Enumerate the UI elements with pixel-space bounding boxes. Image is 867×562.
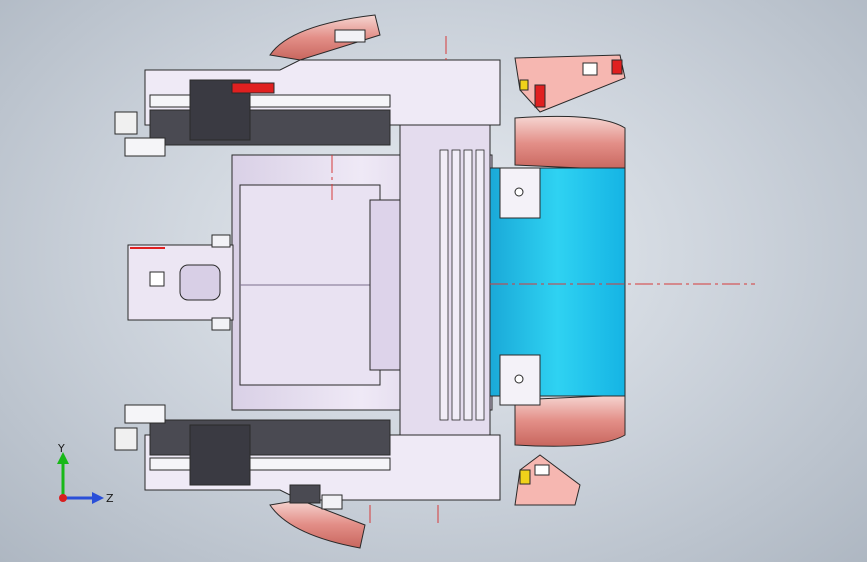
z-axis-label: Z — [106, 492, 114, 505]
left-connector[interactable] — [127, 234, 234, 331]
front-lens[interactable] — [489, 115, 626, 447]
x-axis-dot — [59, 494, 67, 502]
upper-rail-assembly[interactable] — [114, 59, 501, 157]
rib-array — [439, 149, 485, 421]
top-shell[interactable] — [269, 14, 381, 61]
main-housing[interactable] — [231, 114, 493, 461]
centerlines — [331, 36, 755, 525]
axis-triad: Y Z — [57, 442, 114, 505]
y-axis-label: Y — [57, 442, 65, 455]
bottom-shell[interactable] — [269, 484, 366, 549]
lower-rail-assembly[interactable] — [114, 404, 501, 501]
bottom-right-clip[interactable] — [514, 454, 581, 506]
y-axis-arrow — [57, 452, 69, 464]
top-right-clip[interactable] — [514, 54, 626, 113]
z-axis-arrow — [92, 492, 104, 504]
